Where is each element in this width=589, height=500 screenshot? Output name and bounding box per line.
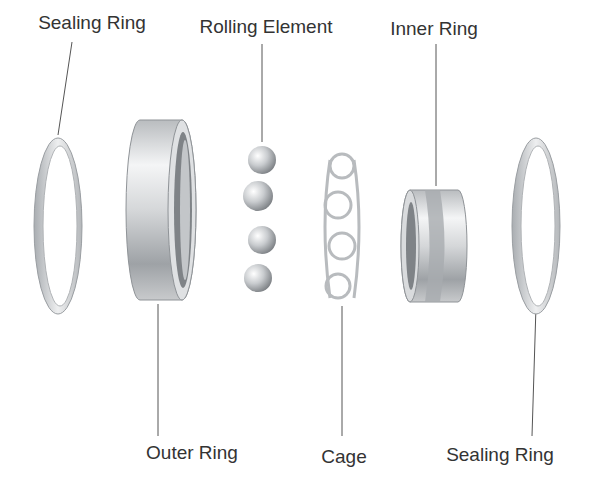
leader-lines	[58, 42, 536, 436]
part-label: Sealing Ring	[38, 12, 146, 34]
part-label: Sealing Ring	[446, 444, 554, 466]
part-label: Outer Ring	[146, 442, 238, 464]
inner-ring	[401, 190, 467, 302]
cage	[325, 154, 359, 298]
part-label: Cage	[321, 446, 366, 468]
rolling-elements	[243, 146, 276, 292]
sealing-ring	[34, 138, 82, 314]
outer-ring	[126, 120, 196, 300]
part-label: Inner Ring	[390, 18, 478, 40]
sealing-ring	[512, 138, 560, 314]
part-label: Rolling Element	[199, 16, 332, 38]
